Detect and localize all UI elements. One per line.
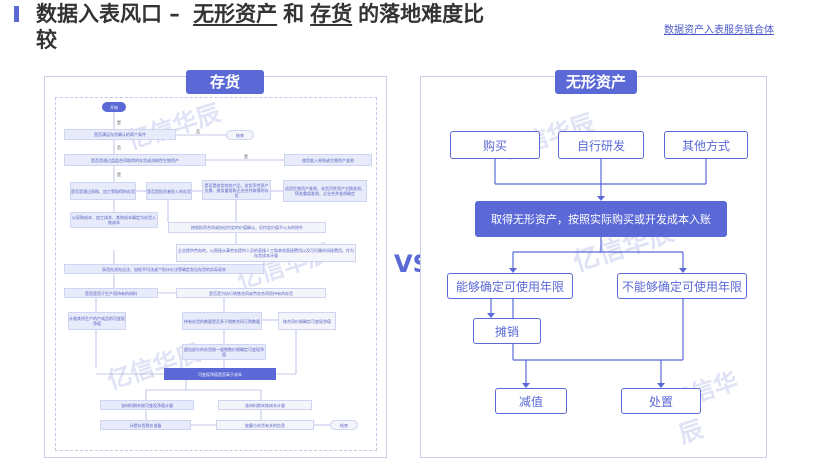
inventory-flowchart: 开始 是 是否满足存货确认的两个条件 否 结束 否 是否是通过盘盈合同取得的存货… (55, 97, 377, 451)
flow-node-6: 以采购成本、加工成本、其他成本确定为存货入账成本 (70, 212, 158, 228)
title-connector: 和 (283, 2, 305, 26)
flow-node-7: 按照投资合同或协议约定的价值确认，但约定价值不公允的除外 (168, 222, 326, 233)
flow-node-3: 是否是通过采购、加工等取得的存货 (70, 182, 136, 200)
branch-definite-life: 能够确定可使用年限 (447, 273, 573, 299)
flow-node-14: 按合同价格确定可变现净值 (278, 312, 336, 330)
title-accent-bar (14, 6, 19, 22)
brand-link[interactable]: 数据资产入表服务链合体 (664, 25, 774, 36)
flow-node-1: 是否满足存货确认的两个条件 (64, 129, 176, 140)
source-other: 其他方式 (664, 131, 748, 159)
outcome-impairment: 减值 (495, 388, 567, 414)
source-purchase: 购买 (450, 131, 540, 159)
flow-node-15: 超出部分的存货按一般销售价格确定可变现净值 (182, 344, 266, 360)
inventory-heading: 存货 (186, 70, 264, 94)
title-highlight-intangible: 无形资产 (193, 2, 278, 26)
inventory-panel: 存货 亿信华辰 亿信华辰 亿信华辰 (44, 70, 387, 458)
flowchart-connectors (95, 112, 330, 426)
title-suffix: 的落地难度比 (358, 2, 485, 26)
flow-node-13: 持有存货的数量是否多于销售合同订购数量 (182, 312, 262, 330)
initial-recognition: 取得无形资产，按照实际购买或开发成本入账 (475, 201, 727, 237)
flow-node-10: 是否是用于生产而持有的材料 (64, 288, 158, 298)
outcome-disposal: 处置 (621, 388, 701, 414)
page-title: 数据入表风口 – 无形资产和存货的落地难度比 (36, 1, 484, 27)
flow-node-8: 企业提供劳务的，以直接从事劳务提供人员的直接人工和其他直接费用以及可归属的间接费… (176, 244, 356, 262)
branch-indefinite-life: 不能够确定可使用年限 (617, 273, 747, 299)
flow-node-11: 是否是为执行销售合同或劳务合同而持有的存货 (176, 288, 326, 298)
source-self-developed: 自行研发 (558, 131, 644, 159)
flow-node-4: 是否是投资者投入的存货 (146, 182, 192, 200)
flow-node-5-side: 适用生物资产准则、非货币性资产交换准则、债务重组准则、企业合并准则确定 (283, 180, 367, 202)
flow-node-2: 是否是通过盘盈合同取得的存货或消耗性生物资产 (64, 154, 206, 166)
page-title-line2: 较 (36, 28, 57, 52)
flow-end-2: 结束 (330, 420, 358, 430)
flow-node-18: 该材料期末按成本计量 (218, 400, 312, 410)
intangible-connectors (487, 159, 707, 388)
flow-node-9: 采用先进先出法、加权平均法或个别计价法等确定发出存货的实际成本 (64, 264, 264, 274)
flow-node-2-side: 使用准入原则或生物资产准则 (284, 154, 372, 166)
flow-node-17: 该材料期末按可变现净值计量 (100, 400, 194, 410)
flow-end-1: 结束 (226, 130, 254, 140)
flow-label-no: 否 (196, 129, 200, 134)
title-highlight-inventory: 存货 (310, 2, 353, 26)
amortization: 摊销 (473, 318, 541, 344)
flow-node-19: 计提存货跌价准备 (100, 420, 191, 430)
flow-node-12: 计量其所生产的产成品的可变现净值 (68, 312, 126, 330)
flow-node-20: 披露与存货有关的信息 (216, 420, 314, 430)
flow-label-no: 否 (117, 145, 121, 150)
flow-start: 开始 (102, 102, 126, 112)
flow-node-16: 可变现净值是否高于成本 (164, 368, 276, 380)
flow-label-yes: 是 (117, 120, 121, 125)
intangible-panel: 无形资产 亿信华辰 亿信华辰 亿信华辰 (420, 70, 767, 458)
intangible-heading: 无形资产 (555, 70, 637, 94)
title-prefix: 数据入表风口 – (36, 2, 188, 26)
flow-node-5: 是否是收货的农产品、非货币性资产交换、债务重组和企业合并取得的存货 (202, 180, 271, 200)
flow-label-yes: 是 (117, 172, 121, 177)
flow-label-yes: 是 (244, 154, 248, 159)
